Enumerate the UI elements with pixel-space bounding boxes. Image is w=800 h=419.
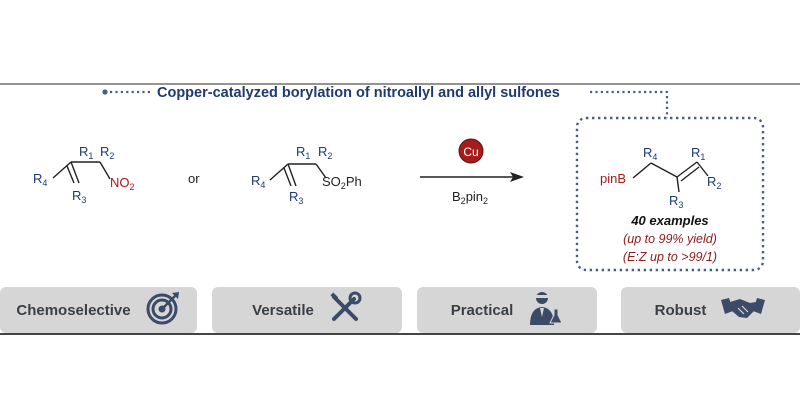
- copper-catalyst-icon: [458, 138, 484, 164]
- header-title: Copper-catalyzed borylation of nitroally…: [157, 85, 560, 101]
- s1-r4-label: R4: [33, 171, 47, 188]
- title-leader-dot: [102, 89, 108, 95]
- s2-r2-label: R2: [318, 144, 332, 161]
- product-r4-label: R4: [643, 145, 657, 162]
- examples-text: 40 examples: [630, 213, 708, 228]
- s2-r1-label: R1: [296, 144, 310, 161]
- feature-label: Practical: [450, 301, 514, 319]
- feature-label: Robust: [654, 301, 707, 319]
- yield-text: (up to 99% yield): [623, 232, 717, 246]
- s1-r1-label: R1: [79, 144, 93, 161]
- bottom-rule: [0, 333, 800, 335]
- substrate-allyl-sulfone: [269, 163, 327, 187]
- product-box: [575, 116, 765, 272]
- reagent-label: B2pin2: [452, 189, 488, 206]
- chemist-icon: [527, 289, 564, 332]
- product-r2-label: R2: [707, 174, 721, 191]
- feature-practical: Practical: [417, 287, 597, 333]
- feature-label: Versatile: [252, 301, 314, 319]
- or-text: or: [188, 171, 200, 186]
- handshake-icon: [720, 293, 766, 328]
- s1-r2-label: R2: [100, 144, 114, 161]
- feature-versatile: Versatile: [212, 287, 402, 333]
- tools-icon: [328, 291, 362, 330]
- product-pinb-label: pinB: [600, 171, 626, 186]
- s2-sulfone-label: SO2Ph: [322, 174, 362, 191]
- s2-r3-label: R3: [289, 189, 303, 206]
- feature-bar: Chemoselective Versatile Practical: [0, 287, 800, 335]
- feature-chemoselective: Chemoselective: [0, 287, 197, 333]
- product-r3-label: R3: [669, 193, 683, 210]
- feature-label: Chemoselective: [16, 301, 131, 319]
- product-r1-label: R1: [691, 145, 705, 162]
- substrate-nitroallyl: [52, 161, 111, 184]
- selectivity-text: (E:Z up to >99/1): [623, 250, 717, 264]
- feature-robust: Robust: [621, 287, 800, 333]
- arrow-head-icon: [510, 172, 524, 182]
- s1-nitro-label: NO2: [110, 175, 135, 192]
- title-leader-right: [590, 90, 669, 118]
- product-structure: [632, 161, 709, 193]
- s1-r3-label: R3: [72, 188, 86, 205]
- s2-r4-label: R4: [251, 173, 265, 190]
- catalyst-label: Cu: [463, 145, 478, 159]
- target-icon: [145, 290, 181, 331]
